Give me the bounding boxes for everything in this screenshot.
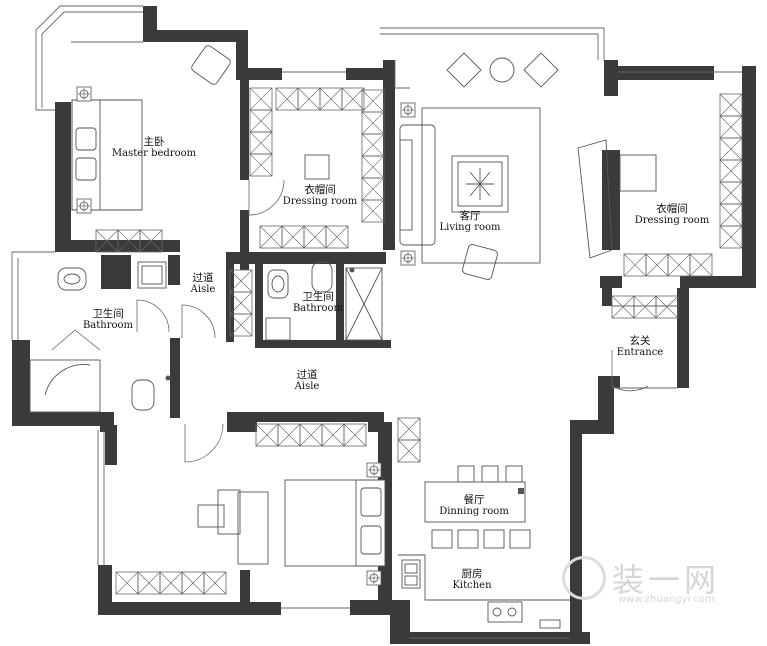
room-label-entrance: 玄关 Entrance bbox=[617, 335, 663, 359]
entrance-en: Entrance bbox=[616, 347, 664, 359]
dressing-room-2-en: Dressing room bbox=[634, 215, 710, 227]
aisle-2-en: Aisle bbox=[294, 381, 320, 393]
entrance-cn: 玄关 bbox=[629, 335, 651, 347]
details bbox=[165, 267, 524, 494]
dressing-room-1-cn: 衣帽间 bbox=[304, 184, 336, 196]
room-label-living-room: 客厅 Living room bbox=[439, 210, 500, 234]
dressing-room-2-cn: 衣帽间 bbox=[656, 203, 688, 215]
dining-room-cn: 餐厅 bbox=[463, 494, 485, 506]
aisle-2-cn: 过道 bbox=[296, 369, 318, 381]
watermark-logo-icon bbox=[562, 556, 606, 600]
watermark-brand: 装一网 bbox=[612, 561, 721, 599]
room-label-aisle-1: 过道 Aisle bbox=[191, 272, 216, 296]
bathroom-1-cn: 卫生间 bbox=[92, 308, 124, 320]
kitchen-en: Kitchen bbox=[452, 580, 492, 592]
dining-room-en: Dinning room bbox=[439, 506, 509, 518]
room-label-dressing-room-2: 衣帽间 Dressing room bbox=[635, 203, 710, 227]
doors bbox=[51, 179, 649, 463]
room-label-bathroom-1: 卫生间 Bathroom bbox=[83, 308, 133, 332]
bathroom-2-en: Bathroom bbox=[292, 303, 344, 315]
outline-walls bbox=[11, 5, 742, 639]
watermark-url: www.zhuangyi.com bbox=[618, 594, 715, 605]
aisle-1-en: Aisle bbox=[190, 284, 216, 296]
room-label-kitchen: 厨房 Kitchen bbox=[452, 568, 491, 592]
living-room-en: Living room bbox=[439, 222, 501, 234]
bathroom-2-cn: 卫生间 bbox=[302, 291, 334, 303]
room-label-dining-room: 餐厅 Dinning room bbox=[437, 494, 511, 518]
bathroom-1-en: Bathroom bbox=[82, 320, 134, 332]
room-label-aisle-2: 过道 Aisle bbox=[295, 369, 320, 393]
master-bedroom-en: Master bedroom bbox=[111, 148, 197, 160]
aisle-1-cn: 过道 bbox=[192, 272, 214, 284]
room-label-bathroom-2: 卫生间 Bathroom bbox=[293, 291, 343, 315]
master-bedroom-cn: 主卧 bbox=[143, 136, 165, 148]
room-label-dressing-room-1: 衣帽间 Dressing room bbox=[283, 184, 358, 208]
kitchen-cn: 厨房 bbox=[461, 568, 483, 580]
living-room-cn: 客厅 bbox=[459, 210, 481, 222]
dressing-room-1-en: Dressing room bbox=[282, 196, 358, 208]
room-label-master-bedroom: 主卧 Master bedroom bbox=[112, 136, 196, 160]
